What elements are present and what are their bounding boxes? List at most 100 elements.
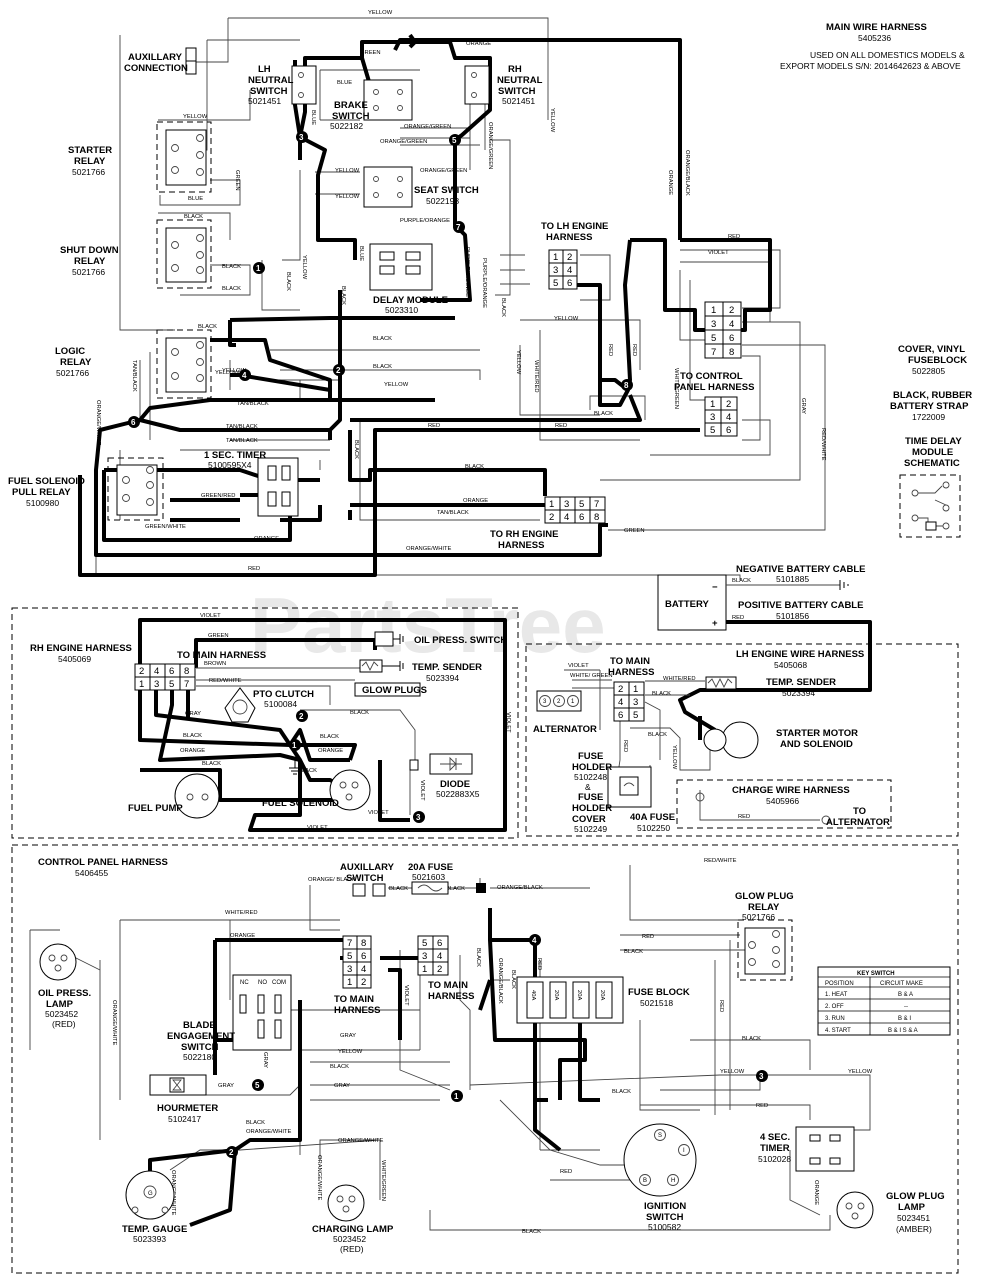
splice-8: 8: [621, 379, 633, 391]
glow-plug-lamp: GLOW PLUG LAMP 5023451 (AMBER): [836, 1191, 945, 1234]
svg-text:2: 2: [557, 699, 561, 705]
svg-text:YELLOW: YELLOW: [515, 350, 521, 375]
svg-text:3: 3: [711, 319, 716, 330]
svg-text:GREEN: GREEN: [208, 633, 229, 639]
svg-text:TEMP. SENDER: TEMP. SENDER: [412, 662, 482, 673]
svg-text:ORANGE: ORANGE: [667, 170, 673, 195]
svg-text:PTO CLUTCH: PTO CLUTCH: [253, 689, 314, 700]
svg-text:1. HEAT: 1. HEAT: [825, 992, 848, 998]
svg-text:5100980: 5100980: [26, 498, 59, 508]
svg-text:ORANGE/WHITE: ORANGE/WHITE: [316, 1155, 322, 1201]
svg-text:2: 2: [229, 1148, 234, 1157]
svg-text:5: 5: [633, 710, 638, 721]
auxiliary-connection: AUXILLARY CONNECTION: [124, 47, 197, 75]
svg-text:BLACK: BLACK: [373, 336, 392, 342]
svg-text:CHARGING LAMP: CHARGING LAMP: [312, 1224, 394, 1235]
svg-text:NC: NC: [240, 980, 249, 986]
cp-splice-1: 1: [451, 1090, 463, 1102]
svg-text:ORANGE/WHITE: ORANGE/WHITE: [406, 546, 452, 552]
svg-text:2: 2: [437, 964, 442, 975]
svg-text:HARNESS: HARNESS: [608, 667, 654, 678]
svg-text:RED/WHITE: RED/WHITE: [820, 428, 826, 461]
svg-text:CONTROL PANEL HARNESS: CONTROL PANEL HARNESS: [38, 857, 168, 868]
svg-text:−: −: [712, 582, 718, 593]
svg-text:2: 2: [618, 684, 623, 695]
svg-text:4: 4: [567, 265, 572, 276]
svg-text:STARTER MOTOR: STARTER MOTOR: [776, 728, 858, 739]
svg-text:1: 1: [139, 679, 144, 690]
svg-text:BLACK: BLACK: [389, 886, 408, 892]
svg-text:8: 8: [624, 381, 629, 390]
svg-text:&: &: [585, 782, 591, 792]
svg-text:BLACK: BLACK: [373, 364, 392, 370]
svg-text:5406455: 5406455: [75, 868, 108, 878]
one-sec-timer: 1 SEC. TIMER 5100595X4: [204, 450, 299, 517]
svg-text:FUSE: FUSE: [578, 792, 603, 803]
main-thin-wires: [95, 17, 826, 580]
diode: DIODE 5022883X5: [409, 753, 480, 799]
svg-text:+: +: [712, 618, 718, 629]
svg-text:BLACK: BLACK: [340, 286, 346, 305]
svg-text:YELLOW: YELLOW: [301, 255, 307, 280]
svg-text:2. OFF: 2. OFF: [825, 1004, 844, 1010]
svg-text:YELLOW: YELLOW: [720, 1069, 745, 1075]
svg-text:5405068: 5405068: [774, 660, 807, 670]
svg-text:MODULE: MODULE: [912, 447, 953, 458]
svg-text:RELAY: RELAY: [74, 156, 106, 167]
svg-text:TAN/BLACK: TAN/BLACK: [437, 510, 469, 516]
svg-text:5022883X5: 5022883X5: [436, 789, 480, 799]
svg-text:YELLOW: YELLOW: [549, 108, 555, 133]
svg-text:20A: 20A: [553, 990, 559, 1000]
svg-text:BLACK: BLACK: [624, 949, 643, 955]
charge-wire-harness: CHARGE WIRE HARNESS 5405966 TO ALTERNATO…: [676, 779, 892, 829]
svg-text:RELAY: RELAY: [74, 256, 106, 267]
svg-text:6: 6: [361, 951, 366, 962]
svg-text:5100595X4: 5100595X4: [208, 460, 252, 470]
svg-text:5023394: 5023394: [426, 673, 459, 683]
side-part-delay-schematic: TIME DELAY MODULE SCHEMATIC: [904, 436, 962, 469]
svg-text:ALTERNATOR: ALTERNATOR: [533, 724, 597, 735]
svg-text:4: 4: [729, 319, 734, 330]
svg-text:WHITE/RED: WHITE/RED: [533, 360, 539, 393]
svg-text:ORANGE: ORANGE: [254, 536, 279, 542]
svg-text:BLACK: BLACK: [330, 1064, 349, 1070]
svg-text:BLACK: BLACK: [652, 691, 671, 697]
svg-text:1: 1: [422, 964, 427, 975]
svg-text:BLACK: BLACK: [648, 732, 667, 738]
svg-text:DIODE: DIODE: [440, 779, 470, 790]
svg-text:BLACK: BLACK: [298, 768, 317, 774]
battery: BATTERY − + NEGATIVE BATTERY CABLE BLACK…: [657, 564, 872, 692]
svg-text:RELAY: RELAY: [60, 357, 92, 368]
svg-text:BRAKE: BRAKE: [334, 100, 368, 111]
svg-text:BLACK: BLACK: [594, 411, 613, 417]
svg-text:ORANGE: ORANGE: [180, 748, 205, 754]
svg-text:5022180: 5022180: [183, 1052, 216, 1062]
shutdown-relay: SHUT DOWN RELAY 5021766: [60, 219, 212, 289]
charging-lamp: CHARGING LAMP 5023452 (RED): [312, 1184, 394, 1254]
svg-text:TO: TO: [853, 806, 866, 817]
svg-text:PURPLE/ORANGE: PURPLE/ORANGE: [400, 218, 450, 224]
svg-text:BLACK: BLACK: [465, 464, 484, 470]
svg-text:BATTERY STRAP: BATTERY STRAP: [890, 401, 969, 412]
svg-text:5102250: 5102250: [637, 823, 670, 833]
splice-7: 7: [453, 221, 465, 233]
temp-sender-rh: TEMP. SENDER 5023394: [359, 659, 482, 683]
svg-text:FUSEBLOCK: FUSEBLOCK: [908, 355, 967, 366]
svg-text:5: 5: [452, 136, 457, 145]
svg-text:BATTERY: BATTERY: [665, 599, 709, 610]
svg-text:ORANGE: ORANGE: [318, 748, 343, 754]
cp-splice-4: 4: [529, 934, 541, 946]
rh-splice-1: 1: [289, 739, 301, 751]
svg-text:VIOLET: VIOLET: [505, 712, 511, 733]
svg-text:3: 3: [710, 412, 715, 423]
svg-text:2: 2: [139, 666, 144, 677]
svg-text:HOLDER: HOLDER: [572, 803, 612, 814]
svg-text:LH ENGINE WIRE HARNESS: LH ENGINE WIRE HARNESS: [736, 649, 864, 660]
svg-text:BLUE: BLUE: [188, 196, 203, 202]
delay-schematic-icon: [899, 474, 961, 538]
side-part-vinyl-cover: COVER, VINYL FUSEBLOCK 5022805: [898, 344, 967, 376]
svg-text:IGNITION: IGNITION: [644, 1201, 686, 1212]
svg-text:BLACK: BLACK: [350, 710, 369, 716]
